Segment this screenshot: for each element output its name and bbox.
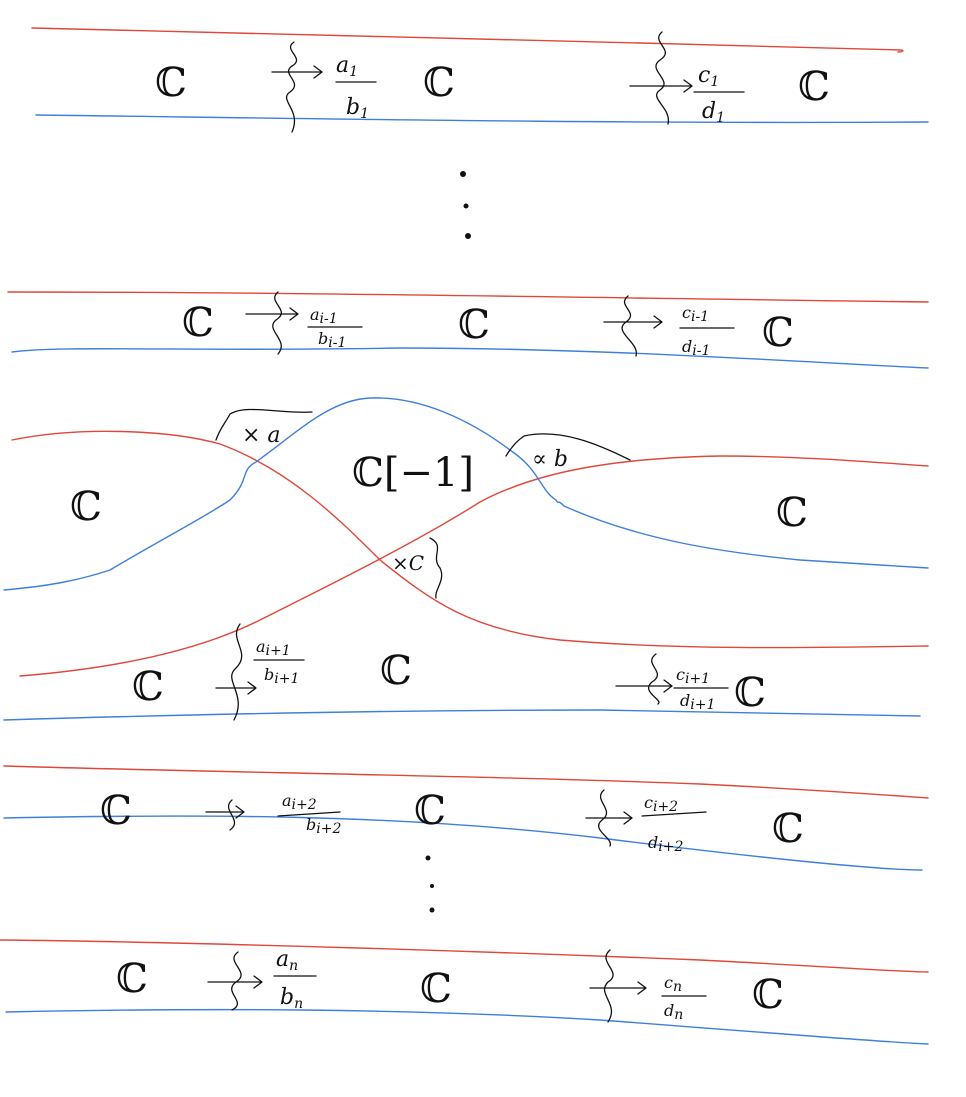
svg-text:c1: c1 — [698, 63, 719, 90]
strip-row-i-minus-1: ℂ ai-1 bi-1 ℂ ci-1 di-1 ℂ — [7, 291, 929, 369]
field-symbol: ℂ — [420, 966, 452, 1012]
svg-text:an: an — [276, 947, 298, 974]
field-symbol: ℂ — [70, 484, 102, 530]
fraction-label: ai+2 bi+2 — [277, 791, 341, 837]
strip-row-n: ℂ an bn ℂ cn dn ℂ — [0, 939, 929, 1045]
blue-crossing-strand — [3, 397, 929, 591]
wiggle-arrow — [615, 653, 673, 705]
field-symbol: ℂ — [776, 490, 808, 536]
brace-bottom — [429, 537, 443, 599]
svg-text:b1: b1 — [346, 95, 369, 122]
field-symbol: ℂ — [798, 64, 830, 110]
svg-text:bi+2: bi+2 — [306, 815, 341, 837]
svg-text:ci+1: ci+1 — [676, 665, 710, 687]
red-boundary-row-i-minus-1 — [7, 291, 929, 303]
strip-row-1: ℂ a1 b1 ℂ c1 d1 ℂ — [31, 27, 929, 133]
fraction-label: cn dn — [661, 973, 707, 1023]
crossing-label-left: × a — [242, 423, 281, 448]
vertical-ellipsis — [460, 171, 471, 239]
brace-left — [215, 408, 313, 441]
field-symbol: ℂ — [423, 60, 455, 106]
crossing-region: ℂ ℂ[−1] ℂ × a ∝ b ×C — [3, 397, 929, 677]
field-symbol: ℂ — [772, 806, 804, 852]
strip-row-i-plus-2: ℂ ai+2 bi+2 ℂ ci+2 di+2 ℂ — [3, 765, 929, 871]
wiggle-arrow — [205, 799, 245, 831]
field-symbol: ℂ — [752, 972, 784, 1018]
field-symbol: ℂ — [116, 956, 148, 1002]
blue-boundary-row-i-plus-2 — [3, 815, 923, 871]
fraction-label: ai+1 bi+1 — [253, 637, 305, 687]
wiggle-arrow — [207, 951, 263, 1011]
blue-boundary-row-n — [5, 1008, 929, 1045]
strip-row-i-plus-1: ℂ ai+1 bi+1 ℂ ci+1 di+1 ℂ — [3, 623, 921, 721]
red-crossing-strand-ascending — [19, 455, 929, 677]
field-symbol: ℂ — [182, 300, 214, 346]
blue-boundary-row-1 — [35, 114, 929, 124]
wiggle-arrow — [271, 41, 323, 133]
red-boundary-row-i-plus-2 — [3, 765, 929, 799]
field-symbol: ℂ — [762, 310, 794, 356]
fraction-label: ci+1 di+1 — [673, 665, 729, 713]
fraction-label: ai-1 bi-1 — [307, 305, 363, 351]
svg-text:di+2: di+2 — [648, 833, 683, 855]
wiggle-arrow — [215, 623, 257, 721]
middle-field-symbol: ℂ[−1] — [352, 450, 474, 496]
svg-text:di+1: di+1 — [680, 691, 715, 713]
svg-text:bi-1: bi-1 — [318, 329, 346, 351]
wiggle-arrow — [585, 789, 633, 847]
field-symbol: ℂ — [155, 60, 187, 106]
fraction-label: an bn — [273, 947, 317, 1012]
svg-text:ai+2: ai+2 — [282, 791, 317, 813]
fraction-label: ci+2 di+2 — [641, 793, 707, 855]
field-symbol: ℂ — [458, 302, 490, 348]
svg-text:bn: bn — [280, 985, 303, 1012]
svg-text:d1: d1 — [702, 99, 725, 126]
red-crossing-strand-descending — [11, 430, 929, 649]
svg-text:ai+1: ai+1 — [256, 637, 291, 659]
blue-boundary-row-i-minus-1 — [11, 347, 929, 369]
field-symbol: ℂ — [380, 648, 412, 694]
svg-text:a1: a1 — [336, 53, 358, 80]
wiggle-arrow — [589, 949, 647, 1023]
crossing-label-bottom: ×C — [392, 551, 424, 575]
brace-right — [505, 433, 631, 461]
svg-text:ai-1: ai-1 — [310, 305, 338, 327]
fraction-label: c1 d1 — [693, 63, 745, 126]
blue-boundary-row-i-plus-1 — [3, 709, 921, 721]
svg-text:cn: cn — [664, 973, 682, 995]
fraction-label: ci-1 di-1 — [679, 303, 735, 359]
crossing-label-right: ∝ b — [532, 447, 568, 472]
wiggle-arrow — [245, 291, 299, 355]
fraction-label: a1 b1 — [335, 53, 377, 122]
wiggle-arrow — [603, 295, 663, 357]
svg-text:ci+2: ci+2 — [644, 793, 678, 815]
svg-text:bi+1: bi+1 — [264, 665, 299, 687]
red-boundary-row-n — [0, 939, 929, 973]
svg-text:dn: dn — [664, 1001, 683, 1023]
field-symbol: ℂ — [734, 670, 766, 716]
field-symbol: ℂ — [132, 664, 164, 710]
svg-text:ci-1: ci-1 — [682, 303, 709, 325]
wiggle-arrow — [629, 31, 693, 125]
red-boundary-row-1 — [31, 27, 904, 53]
svg-text:di-1: di-1 — [682, 337, 710, 359]
vertical-ellipsis — [425, 855, 435, 913]
field-symbol: ℂ — [414, 788, 446, 834]
field-symbol: ℂ — [100, 788, 132, 834]
